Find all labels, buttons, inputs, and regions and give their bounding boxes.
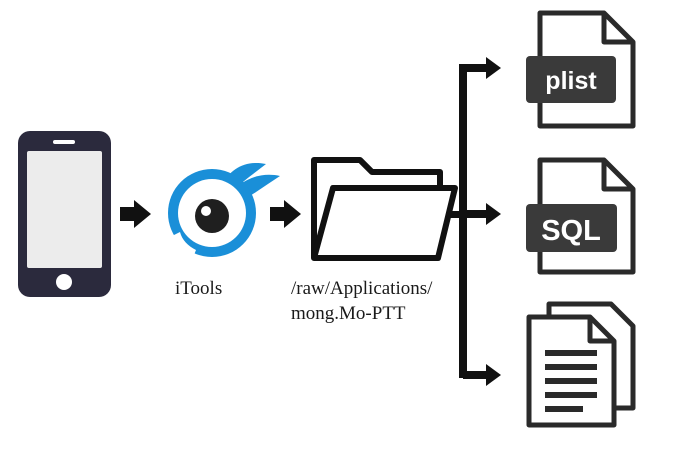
itools-logo-icon: [168, 162, 280, 260]
arrow-itools-to-folder: [270, 200, 301, 228]
branch-connector: [449, 57, 501, 386]
documents-icon: [526, 301, 636, 428]
folder-icon: [311, 157, 458, 261]
path-label-line-1: /raw/Applications/: [291, 278, 433, 299]
plist-badge-text: plist: [545, 67, 597, 95]
itools-label: iTools: [175, 278, 223, 299]
sql-badge-text: SQL: [541, 215, 601, 247]
arrow-phone-to-itools: [120, 200, 151, 228]
sql-file-icon: SQL: [526, 157, 636, 275]
path-label-line-2: mong.Mo-PTT: [291, 303, 406, 324]
smartphone-icon: [18, 131, 111, 297]
plist-file-icon: plist: [526, 10, 636, 129]
